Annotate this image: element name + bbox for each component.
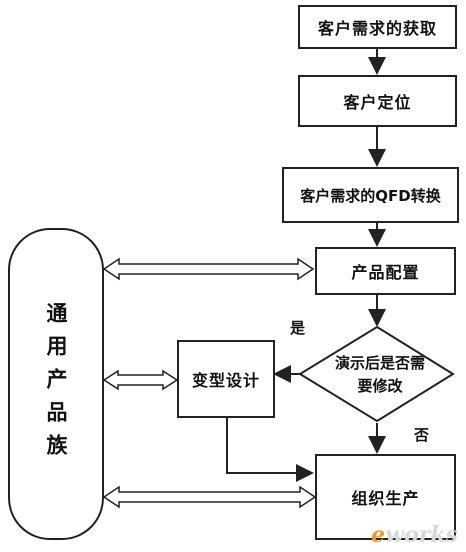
node-qfd-conversion: 客户需求的QFD转换 [282,167,459,223]
node-position-label: 客户定位 [343,93,412,112]
edge-label-yes: 是 [290,319,306,337]
node-variant-label: 变型设计 [191,371,260,390]
node-organize-production: 组织生产 [315,454,456,540]
eworks-watermark-logo: eworks [371,522,458,548]
double-arrow-family-variant [102,369,179,391]
node-production-label: 组织生产 [351,489,420,508]
edge-label-no: 否 [414,426,430,444]
decision-diamond [298,325,455,423]
node-acquire-label: 客户需求的获取 [317,19,437,38]
family-label: 通用产品族 [44,301,68,467]
decision-label: 演示后是否需 要修改 [300,352,460,398]
double-arrow-family-production [102,485,317,509]
node-common-product-family: 通用产品族 [8,228,104,540]
node-qfd-label: 客户需求的QFD转换 [300,186,441,205]
node-acquire-requirements: 客户需求的获取 [298,5,457,49]
decision-label-line-2: 要修改 [357,377,403,395]
decision-label-line-1: 演示后是否需 [334,354,425,372]
double-arrow-family-config [102,257,315,281]
watermark-prefix: e [371,522,386,548]
node-variant-design: 变型设计 [177,340,275,418]
node-config-label: 产品配置 [351,263,420,282]
arrow-variant-to-production [226,418,314,482]
watermark-suffix: works [385,522,458,548]
node-product-configuration: 产品配置 [315,247,456,295]
node-customer-positioning: 客户定位 [298,75,457,127]
